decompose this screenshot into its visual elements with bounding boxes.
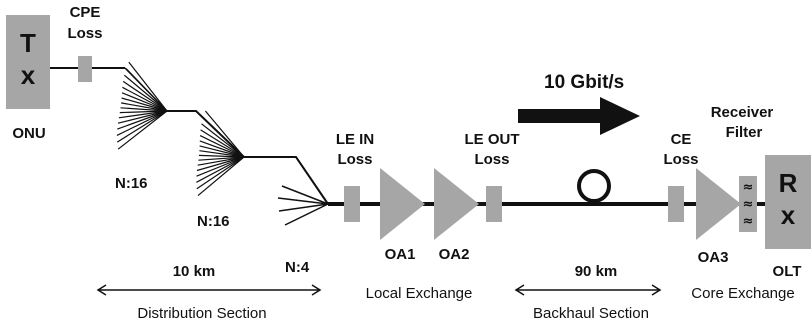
distance-label-90km: 90 km xyxy=(575,263,618,280)
splitter-1-label: N:16 xyxy=(115,175,148,192)
amplifier-oa3 xyxy=(696,168,741,240)
receiver-filter-block xyxy=(739,176,757,232)
ce-loss-block xyxy=(668,186,684,222)
transmitter-label-x: x xyxy=(21,60,36,90)
transmitter-label-t: T xyxy=(20,28,36,58)
filter-symbol-top: ≈ xyxy=(743,180,754,195)
amplifier-oa2 xyxy=(434,168,479,240)
distance-arrowhead-right-2 xyxy=(651,284,662,296)
le-in-loss-block xyxy=(344,186,360,222)
splitter-branch xyxy=(116,110,168,136)
splitter-branch xyxy=(122,80,168,112)
splitter-branch xyxy=(116,110,168,143)
receiver-label-x: x xyxy=(781,200,796,230)
splitter-branch xyxy=(118,110,168,119)
splitter-branch xyxy=(128,61,168,112)
splitter-branch xyxy=(198,154,245,158)
distance-arrowhead-left-2 xyxy=(514,284,525,296)
section-distribution: Distribution Section xyxy=(137,305,266,322)
receiver-label-r: R xyxy=(779,168,798,198)
distance-label-10km: 10 km xyxy=(173,263,216,280)
splitter-branch xyxy=(117,110,168,124)
fiber-split2-split3 xyxy=(244,156,329,205)
section-core-exchange: Core Exchange xyxy=(691,285,794,302)
amplifier-oa1 xyxy=(380,168,425,240)
splitter-2-label: N:16 xyxy=(197,213,230,230)
splitter-branch xyxy=(196,156,245,172)
le-out-loss-label-2: Loss xyxy=(474,151,509,168)
splitter-branch xyxy=(199,150,245,158)
le-out-loss-block xyxy=(486,186,502,222)
fiber-spool-icon xyxy=(577,169,611,203)
splitter-branch xyxy=(204,110,245,158)
receiver-filter-label-1: Receiver xyxy=(711,104,774,121)
transmitter-box xyxy=(6,15,50,109)
splitter-branch xyxy=(196,156,245,177)
direction-arrow xyxy=(518,97,640,135)
splitter-3-label: N:4 xyxy=(285,259,310,276)
splitter-branch xyxy=(122,86,168,112)
ce-loss-label-2: Loss xyxy=(663,151,698,168)
le-out-loss-label-1: LE OUT xyxy=(465,131,520,148)
ce-loss-label-1: CE xyxy=(671,131,692,148)
le-in-loss-label-1: LE IN xyxy=(336,131,374,148)
splitter-branch xyxy=(196,156,245,183)
splitter-branch xyxy=(119,110,168,114)
splitter-input-fiber xyxy=(124,67,168,112)
distance-arrowhead-right xyxy=(311,284,322,296)
distance-arrowhead-left xyxy=(96,284,107,296)
oa1-label: OA1 xyxy=(385,246,416,263)
oa2-label: OA2 xyxy=(439,246,470,263)
splitter-branch xyxy=(202,117,245,158)
le-in-loss-label-2: Loss xyxy=(337,151,372,168)
splitter-branch xyxy=(121,92,168,112)
splitter-branch xyxy=(200,129,245,158)
splitter-1 xyxy=(116,61,168,150)
splitter-branch xyxy=(201,123,245,158)
section-local-exchange: Local Exchange xyxy=(366,285,473,302)
splitter-branch xyxy=(117,110,168,130)
filter-symbol-middle: ≈ xyxy=(743,197,754,212)
oa3-label: OA3 xyxy=(698,249,729,266)
splitter-3 xyxy=(277,185,329,226)
receiver-box xyxy=(765,155,811,249)
splitter-branch xyxy=(120,102,168,112)
splitter-branch xyxy=(197,156,245,197)
cpe-loss-label-2: Loss xyxy=(67,25,102,42)
splitter-branch xyxy=(120,107,168,112)
cpe-loss-label-1: CPE xyxy=(70,4,101,21)
onu-label: ONU xyxy=(12,125,45,142)
splitter-2 xyxy=(196,110,245,197)
splitter-branch xyxy=(121,97,168,112)
splitter-branch xyxy=(199,140,245,158)
splitter-branch xyxy=(197,156,245,166)
splitter-branch xyxy=(198,156,245,161)
filter-symbol-bottom: ≈ xyxy=(743,214,754,229)
splitter-branch xyxy=(196,156,245,190)
section-backhaul: Backhaul Section xyxy=(533,305,649,322)
cpe-loss-block xyxy=(78,56,92,82)
splitter-branch xyxy=(117,110,168,150)
splitter-branch xyxy=(123,74,168,112)
splitter-branch xyxy=(199,145,245,158)
olt-label: OLT xyxy=(773,263,802,280)
splitter-branch xyxy=(199,135,245,158)
receiver-filter-label-2: Filter xyxy=(726,124,763,141)
bit-rate-label: 10 Gbit/s xyxy=(544,72,624,93)
